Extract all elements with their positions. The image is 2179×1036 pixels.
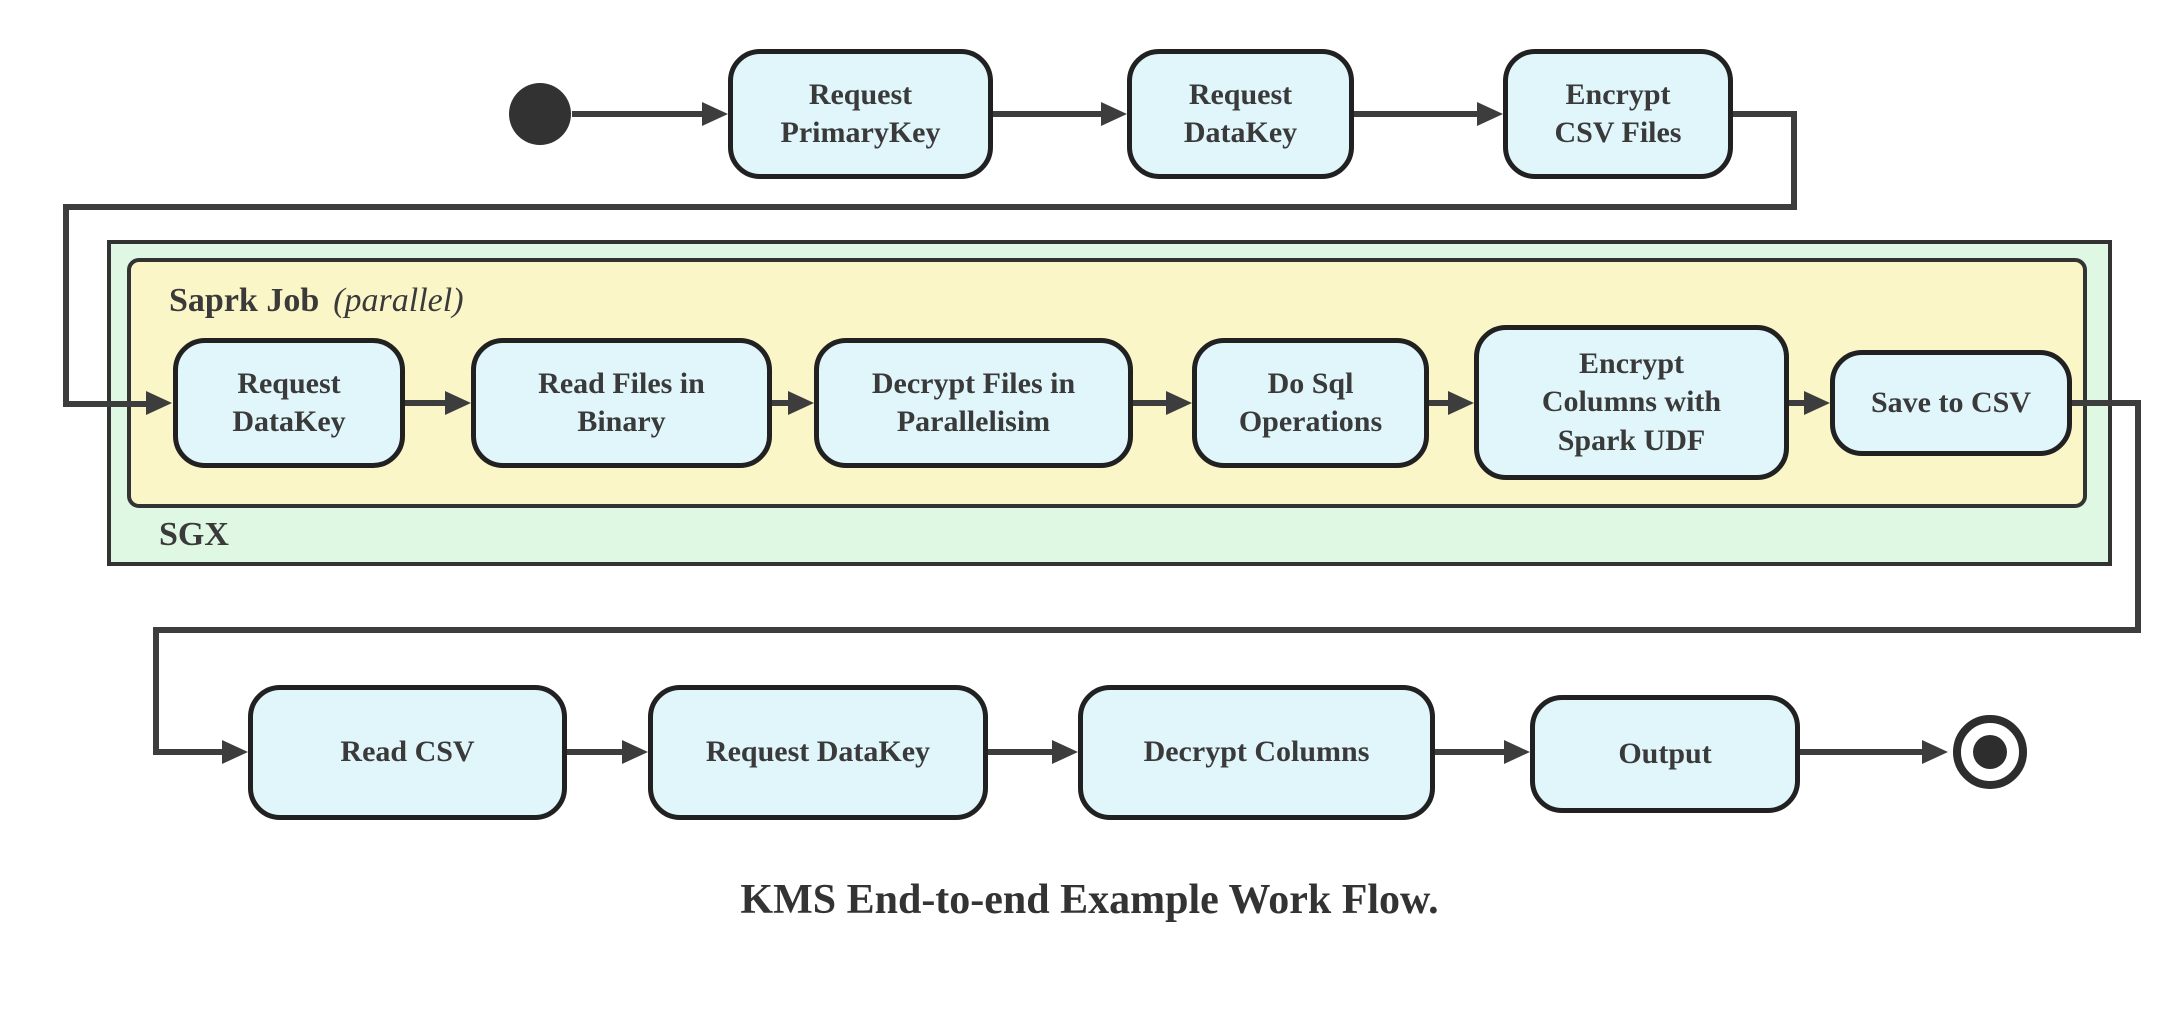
spark-job-title: Saprk Job (169, 282, 320, 319)
arrowhead-icon (1101, 102, 1127, 126)
arrowhead-icon (1504, 740, 1530, 764)
state-label: Request DataKey (705, 735, 931, 769)
diagram-caption: KMS End-to-end Example Work Flow. (740, 877, 1439, 923)
arrowhead-icon (1052, 740, 1078, 764)
state-request-datakey-top: Request DataKey (1127, 49, 1354, 179)
state-output: Output (1530, 695, 1800, 813)
start-state-icon (509, 83, 571, 145)
state-label: Request PrimaryKey (780, 77, 941, 149)
state-label: Request DataKey (1183, 77, 1298, 149)
state-decrypt-columns: Decrypt Columns (1078, 685, 1435, 820)
state-save-to-csv: Save to CSV (1830, 350, 2072, 456)
state-request-datakey-spark: Request DataKey (173, 338, 405, 468)
state-label: Encrypt Columns with Spark UDF (1541, 346, 1722, 457)
arrowhead-icon (622, 740, 648, 764)
state-label: Decrypt Columns (1143, 735, 1370, 769)
sgx-container-label: SGX (159, 516, 229, 553)
arrowhead-icon (702, 102, 728, 126)
end-state-inner-dot (1973, 735, 2007, 769)
state-label: Read Files in Binary (538, 366, 705, 438)
state-encrypt-csv-files: Encrypt CSV Files (1503, 49, 1733, 179)
state-label: Do Sql Operations (1238, 366, 1383, 438)
state-label: Read CSV (340, 735, 475, 769)
state-label: Encrypt CSV Files (1554, 77, 1682, 149)
state-label: Request DataKey (232, 366, 346, 438)
spark-job-container-label: Saprk Job (parallel) (169, 282, 464, 320)
state-request-datakey-bottom: Request DataKey (648, 685, 988, 820)
state-do-sql-operations: Do Sql Operations (1192, 338, 1429, 468)
arrowhead-icon (222, 740, 248, 764)
state-decrypt-files-in-parallelisim: Decrypt Files in Parallelisim (814, 338, 1133, 468)
state-read-files-in-binary: Read Files in Binary (471, 338, 772, 468)
arrowhead-icon (1922, 740, 1948, 764)
arrowhead-icon (1477, 102, 1503, 126)
state-label: Save to CSV (1870, 385, 2031, 419)
state-label: Decrypt Files in Parallelisim (871, 366, 1076, 438)
state-request-primarykey: Request PrimaryKey (728, 49, 993, 179)
state-encrypt-columns-with-spark-udf: Encrypt Columns with Spark UDF (1474, 325, 1789, 480)
end-state-icon (1953, 715, 2027, 789)
state-read-csv: Read CSV (248, 685, 567, 820)
state-label: Output (1618, 736, 1712, 770)
spark-job-qualifier: (parallel) (333, 282, 464, 319)
